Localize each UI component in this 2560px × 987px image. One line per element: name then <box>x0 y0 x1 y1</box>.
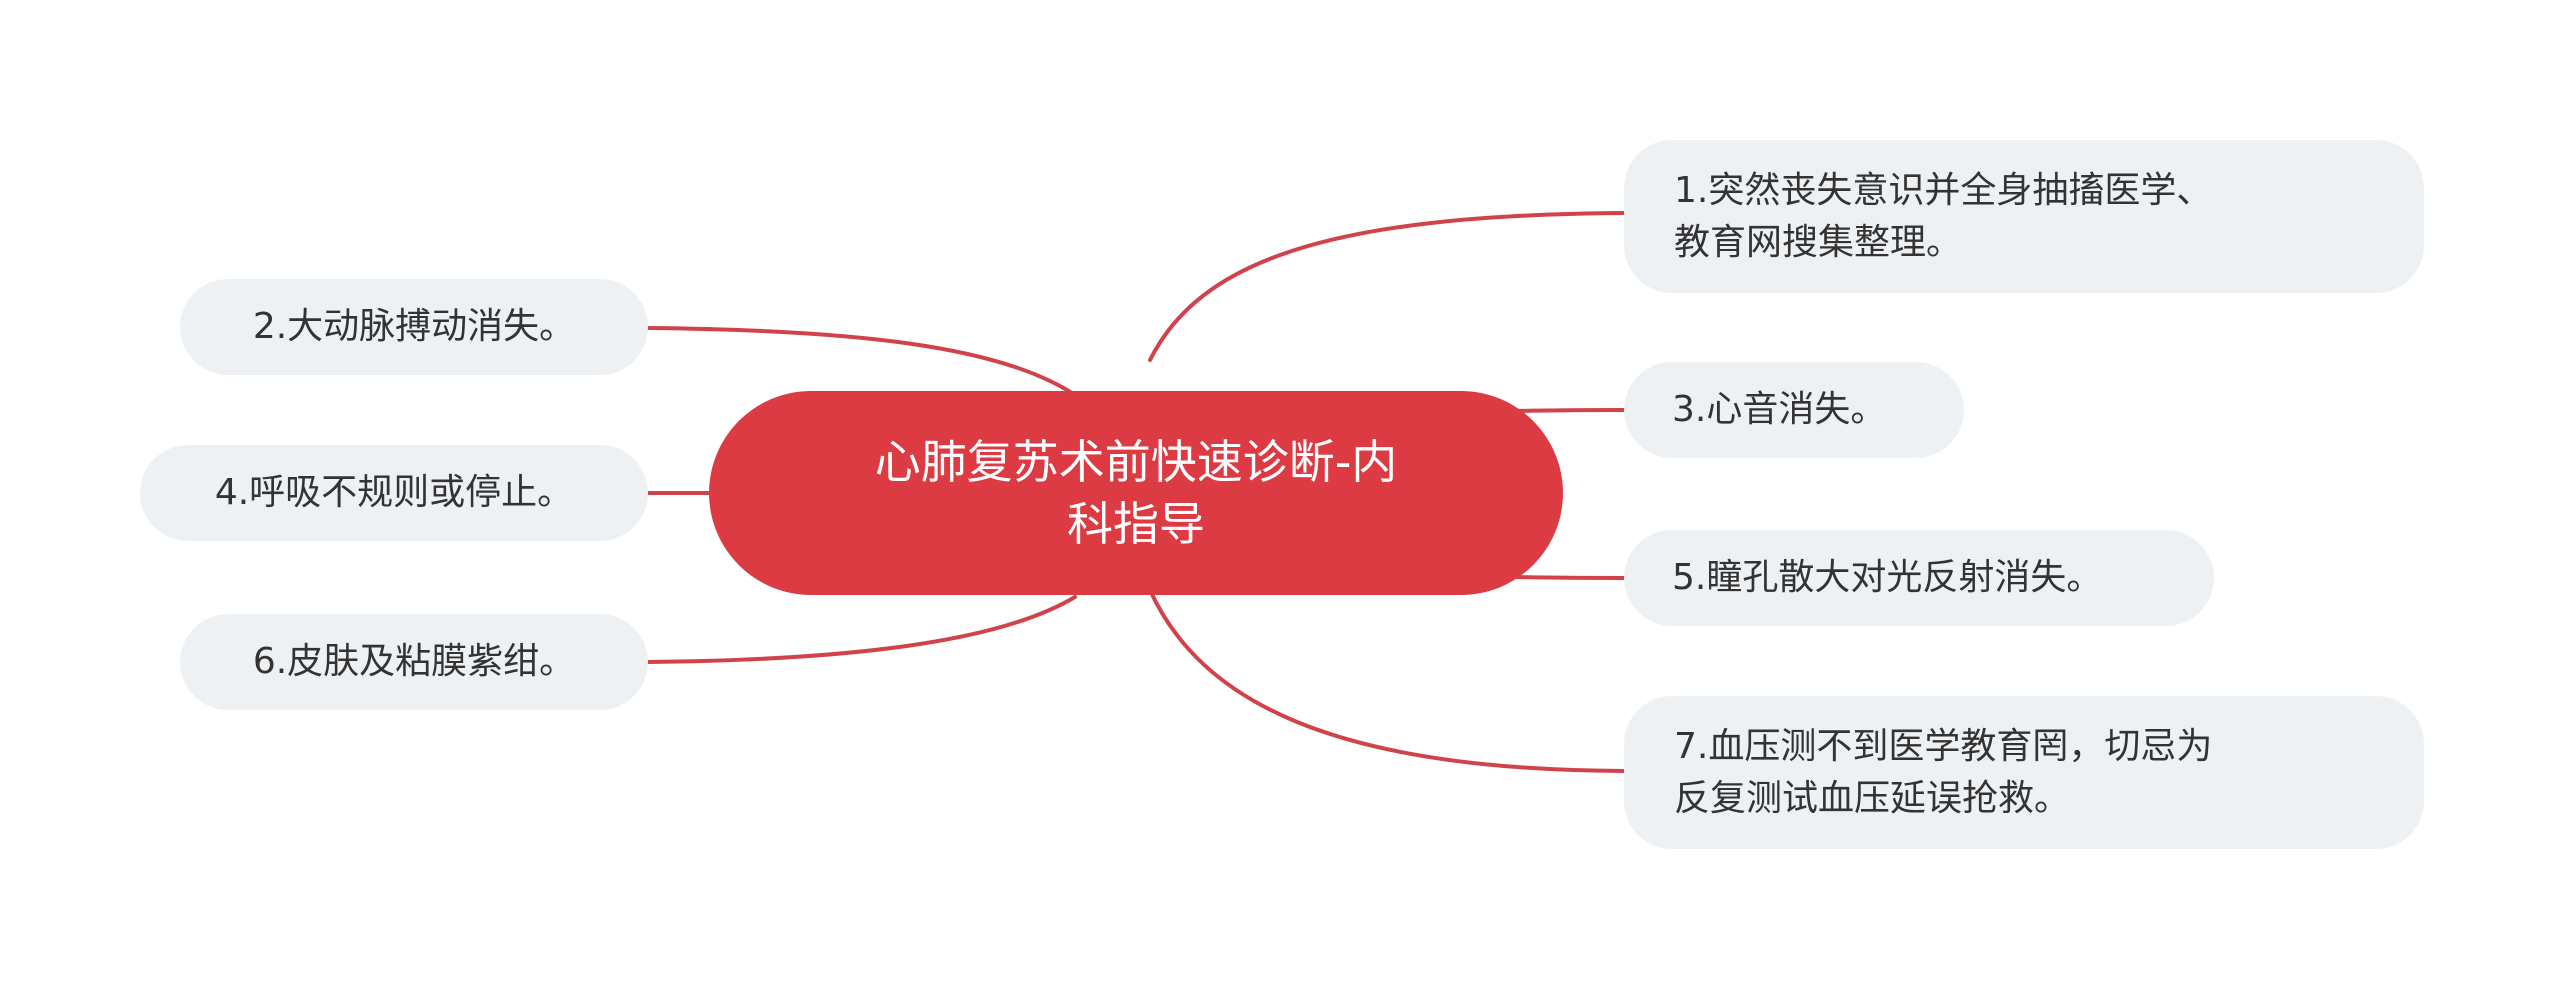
branch-label-7: 7.血压测不到医学教育罔，切忌为 反复测试血压延误抢救。 <box>1674 725 2213 819</box>
root-topic-background <box>709 391 1563 595</box>
connector-b3 <box>1513 408 1627 413</box>
root-topic-node[interactable]: 心肺复苏术前快速诊断-内 科指导 <box>709 391 1563 595</box>
root-topic-label: 心肺复苏术前快速诊断-内 科指导 <box>874 435 1398 551</box>
branch-label-5: 5.瞳孔散大对光反射消失。 <box>1672 557 2103 598</box>
branch-node-4[interactable]: 4.呼吸不规则或停止。 <box>140 445 648 541</box>
branch-node-5[interactable]: 5.瞳孔散大对光反射消失。 <box>1624 530 2214 626</box>
connector-b1 <box>1148 211 1627 362</box>
branch-node-1[interactable]: 1.突然丧失意识并全身抽搐医学、 教育网搜集整理。 <box>1624 140 2424 293</box>
connector-b5 <box>1513 575 1627 580</box>
branch-node-7[interactable]: 7.血压测不到医学教育罔，切忌为 反复测试血压延误抢救。 <box>1624 696 2424 849</box>
branch-label-2: 2.大动脉搏动消失。 <box>252 306 576 347</box>
connector-b7 <box>1148 588 1627 773</box>
branch-node-6[interactable]: 6.皮肤及粘膜紫绀。 <box>180 614 648 710</box>
branch-label-4: 4.呼吸不规则或停止。 <box>214 472 574 513</box>
branch-node-2[interactable]: 2.大动脉搏动消失。 <box>180 279 648 375</box>
connector-b2 <box>646 326 1077 397</box>
branch-label-6: 6.皮肤及粘膜紫绀。 <box>252 641 576 682</box>
branch-node-3[interactable]: 3.心音消失。 <box>1624 362 1964 458</box>
branch-label-1: 1.突然丧失意识并全身抽搐医学、 教育网搜集整理。 <box>1674 169 2213 263</box>
connector-b6 <box>646 595 1077 664</box>
branch-label-3: 3.心音消失。 <box>1672 389 1887 430</box>
